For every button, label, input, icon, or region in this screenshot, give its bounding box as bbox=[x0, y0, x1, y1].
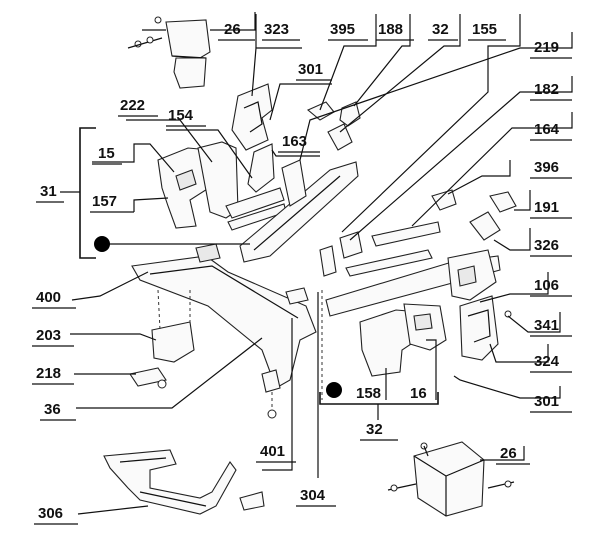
part-labels: 26 323 395 188 32 155 219 301 182 222 15… bbox=[32, 21, 572, 525]
label-323: 323 bbox=[264, 21, 289, 38]
label-400: 400 bbox=[36, 289, 61, 306]
label-158: 158 bbox=[356, 385, 381, 402]
label-154: 154 bbox=[168, 107, 194, 124]
part-164-rail bbox=[339, 221, 441, 277]
label-31: 31 bbox=[40, 183, 57, 200]
part-32-bracket bbox=[327, 123, 353, 151]
label-326: 326 bbox=[534, 237, 559, 254]
label-304: 304 bbox=[300, 487, 326, 504]
label-182: 182 bbox=[534, 81, 559, 98]
label-26-top: 26 bbox=[224, 21, 241, 38]
part-396-bracket bbox=[431, 189, 457, 211]
label-301-top: 301 bbox=[298, 61, 323, 78]
label-106: 106 bbox=[534, 277, 559, 294]
part-16-158-wheelhouse bbox=[359, 303, 447, 377]
label-222: 222 bbox=[120, 97, 145, 114]
group-31-marker bbox=[94, 236, 110, 252]
leader-lines bbox=[70, 12, 573, 515]
part-191-bracket bbox=[489, 191, 517, 213]
part-203-bracket bbox=[151, 289, 195, 363]
part-395-clip bbox=[306, 101, 335, 121]
label-219: 219 bbox=[534, 39, 559, 56]
label-301-bottom: 301 bbox=[534, 393, 559, 410]
label-218: 218 bbox=[36, 365, 61, 382]
part-304-clip bbox=[319, 245, 337, 400]
label-188: 188 bbox=[378, 21, 403, 38]
label-32-bottom: 32 bbox=[366, 421, 383, 438]
group-brackets bbox=[60, 127, 439, 420]
part-401-clip bbox=[261, 369, 281, 419]
part-323-panel bbox=[231, 83, 273, 151]
part-crossmember-right bbox=[325, 249, 501, 317]
label-191: 191 bbox=[534, 199, 559, 216]
label-15: 15 bbox=[98, 145, 115, 162]
label-155: 155 bbox=[472, 21, 497, 38]
label-341: 341 bbox=[534, 317, 559, 334]
label-324: 324 bbox=[534, 353, 560, 370]
label-395: 395 bbox=[330, 21, 355, 38]
label-26-bottom: 26 bbox=[500, 445, 517, 462]
label-163: 163 bbox=[282, 133, 307, 150]
part-15-157-wheelhouse bbox=[157, 141, 239, 229]
label-306: 306 bbox=[38, 505, 63, 522]
label-157: 157 bbox=[92, 193, 117, 210]
part-163-stiffener bbox=[247, 143, 275, 193]
part-26-bottom-bracket bbox=[387, 441, 515, 517]
label-203: 203 bbox=[36, 327, 61, 344]
part-154-rail bbox=[225, 187, 287, 231]
part-219-longitudinal-member bbox=[239, 159, 359, 263]
part-26-top-bracket bbox=[127, 16, 211, 89]
part-326-bracket bbox=[469, 211, 501, 241]
label-396: 396 bbox=[534, 159, 559, 176]
label-32-top: 32 bbox=[432, 21, 449, 38]
label-36: 36 bbox=[44, 401, 61, 418]
label-164: 164 bbox=[534, 121, 560, 138]
part-218-hardware bbox=[129, 367, 167, 389]
group-32-marker bbox=[326, 382, 342, 398]
part-188-bracket bbox=[339, 101, 361, 127]
part-36-front-frame bbox=[131, 243, 317, 389]
part-306-subframe bbox=[103, 449, 265, 515]
part-324-panel bbox=[459, 295, 512, 361]
label-401: 401 bbox=[260, 443, 285, 460]
label-16: 16 bbox=[410, 385, 427, 402]
